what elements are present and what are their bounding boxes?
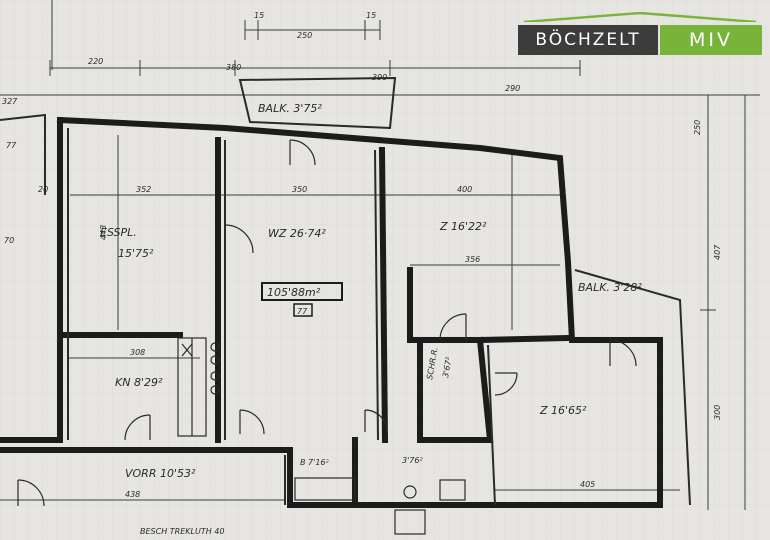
dim-top-290: 290 — [505, 84, 520, 93]
dim-407: 407 — [713, 244, 722, 260]
bath-fixtures — [294, 477, 466, 535]
room-label-zimmer1: Z 16'22² — [439, 220, 487, 233]
room-label-essplatz: ESSPL. — [100, 226, 137, 239]
dim-300: 300 — [713, 405, 722, 420]
room-label-kueche: KN 8'29² — [115, 376, 163, 389]
room-label-zimmer2: Z 16'65² — [539, 404, 587, 417]
room-label-wohnzimmer: WZ 26·74² — [268, 227, 326, 240]
total-area-box — [261, 282, 343, 301]
dim-438: 438 — [125, 490, 140, 499]
dimension-lines — [0, 0, 760, 510]
dim-250: 250 — [693, 120, 702, 135]
dim-top-380: 380 — [226, 63, 241, 72]
dim-left-20: 20 — [38, 185, 48, 194]
room-label-wc: 3'76² — [402, 456, 423, 465]
dim-352: 352 — [136, 185, 151, 194]
room-label-vorraum: VORR 10'53² — [125, 467, 196, 480]
total-sub-box — [293, 303, 313, 317]
room-area-essplatz: 15'75² — [118, 247, 154, 260]
room-label-balkon1: BALK. 3'75² — [258, 102, 322, 115]
dim-top-250: 250 — [297, 31, 312, 40]
room-label-bad: B 7'16² — [300, 458, 330, 467]
dim-443: 443 — [99, 225, 108, 240]
bottom-note: BESCH TREKLUTH 40 — [140, 527, 224, 536]
doors — [17, 139, 637, 507]
dim-350: 350 — [292, 185, 307, 194]
dim-top-390: 390 — [372, 73, 387, 82]
kitchen-counter — [177, 337, 220, 437]
dim-top-15a: 15 — [254, 11, 264, 20]
dim-left-77: 77 — [6, 141, 17, 150]
total-area-label: 105'88m² — [267, 286, 321, 299]
dim-top-220: 220 — [88, 57, 103, 66]
brand-logo: BÖCHZELT MIV — [518, 12, 762, 56]
dim-400: 400 — [457, 185, 472, 194]
total-area-sub: 77 — [297, 307, 308, 316]
room-area-schrank: 3'67² — [441, 356, 454, 379]
dim-356: 356 — [465, 255, 480, 264]
dim-405: 405 — [580, 480, 595, 489]
dim-308: 308 — [130, 348, 145, 357]
dim-left-327: 327 — [2, 97, 18, 106]
brand-suffix: MIV — [660, 25, 762, 55]
inner-walls — [0, 76, 691, 506]
roof-icon — [524, 12, 756, 22]
brand-name: BÖCHZELT — [518, 25, 658, 55]
room-label-balkon2: BALK. 3'28² — [578, 281, 642, 294]
dim-left-70: 70 — [4, 236, 14, 245]
dim-top-15b: 15 — [366, 11, 376, 20]
